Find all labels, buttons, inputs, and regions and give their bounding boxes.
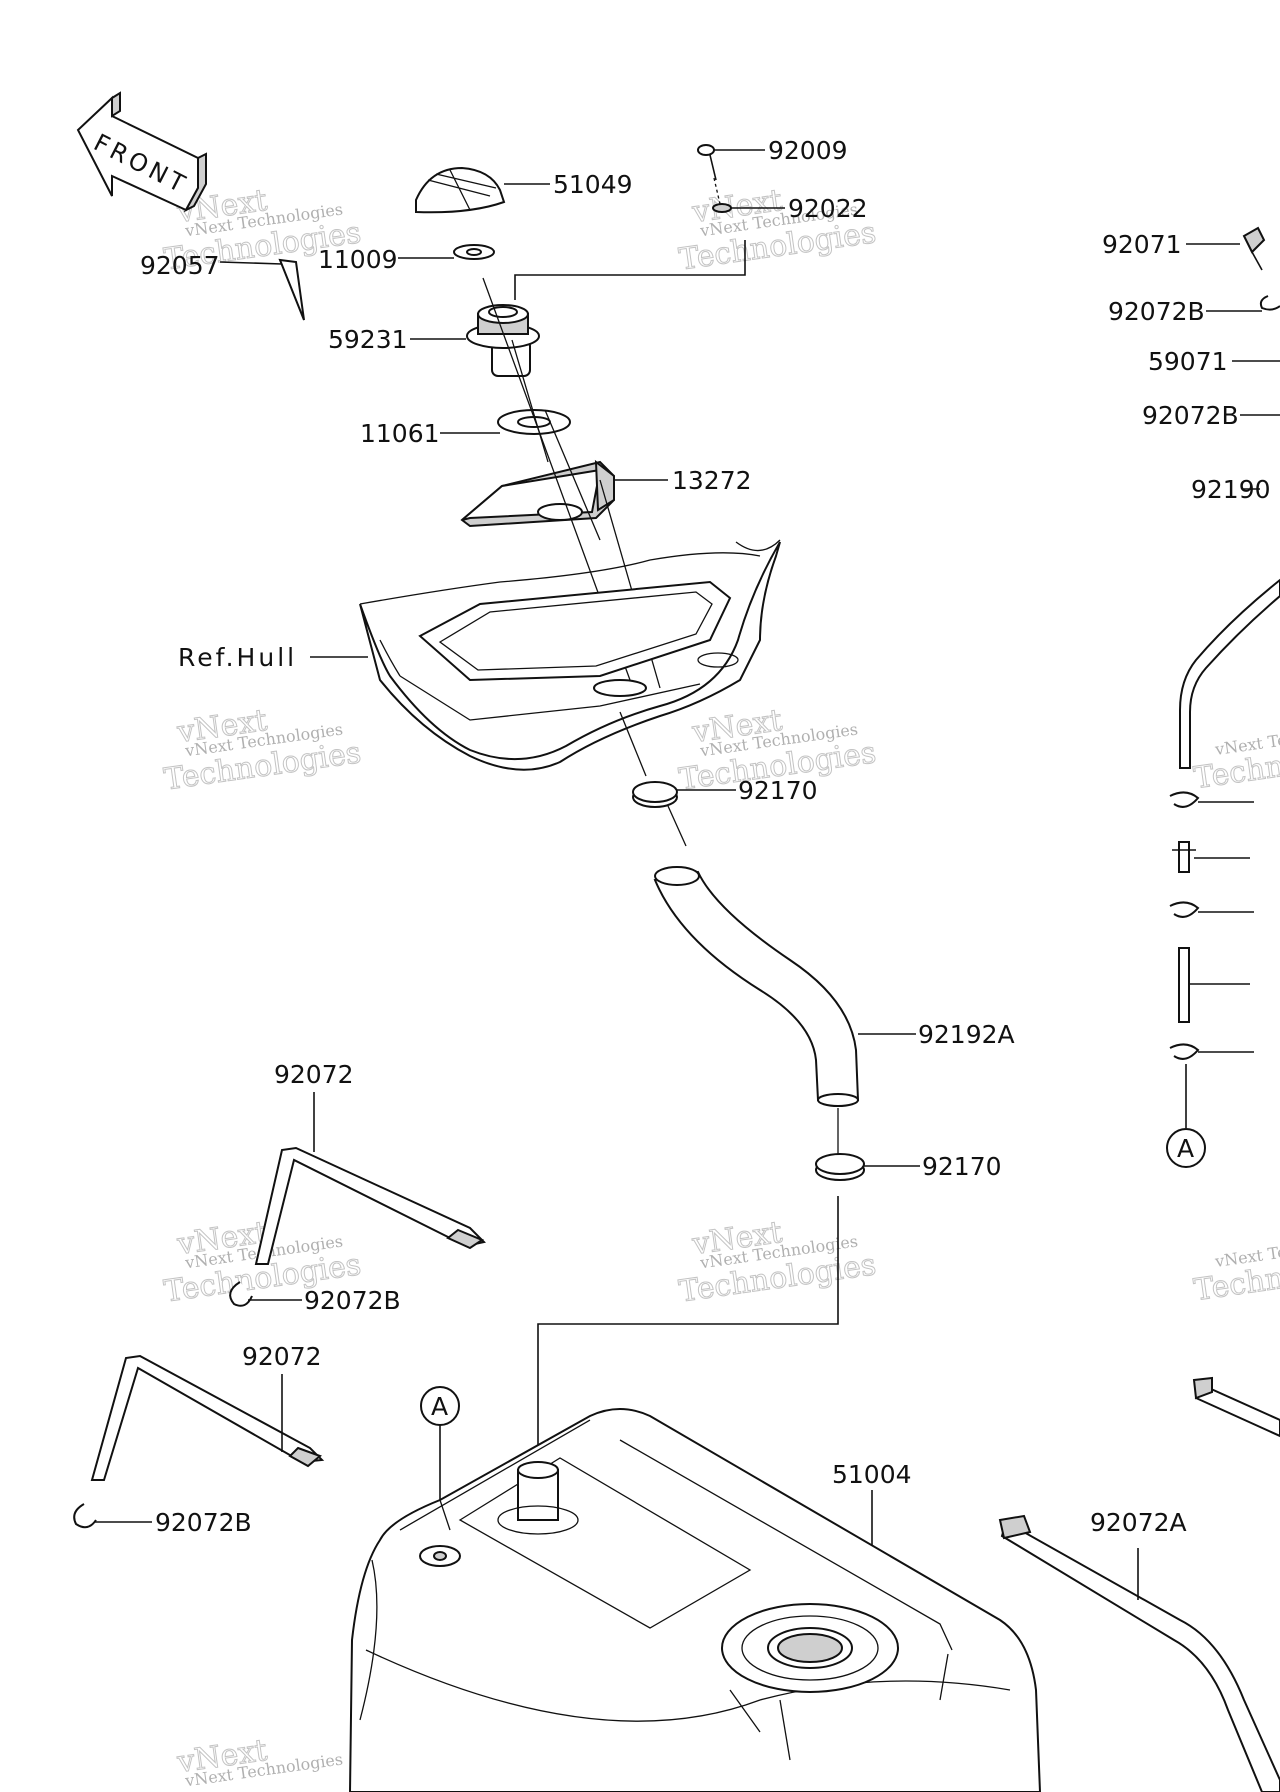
front-arrow: FRONT xyxy=(76,91,207,213)
part-92192a-hose xyxy=(653,866,860,1107)
part-label-92009: 92009 xyxy=(768,136,848,165)
part-label-92190: 92190 xyxy=(1191,475,1271,504)
part-92072b-clip-lower xyxy=(73,1503,97,1529)
part-label-92071: 92071 xyxy=(1102,230,1182,259)
front-arrow-side xyxy=(183,152,207,213)
part-label-92170-lower: 92170 xyxy=(922,1152,1002,1181)
watermark: vNext vNext Technologies xyxy=(174,1733,344,1791)
ref-circle-a-right-label: A xyxy=(1177,1134,1194,1163)
part-label-11009: 11009 xyxy=(318,245,398,274)
part-label-92022: 92022 xyxy=(788,194,868,223)
watermark: vNext Technologies Technologies xyxy=(1191,1230,1280,1309)
part-13272-bracket xyxy=(460,459,615,528)
part-51004-fuel-tank xyxy=(348,1408,1042,1792)
watermark: vNext vNext Technologies Technologies xyxy=(676,183,878,279)
part-label-92072a: 92072A xyxy=(1090,1508,1187,1537)
ref-circle-a-left-label: A xyxy=(431,1392,448,1421)
part-92170-clamp-upper xyxy=(632,781,678,808)
part-92009-screw xyxy=(697,144,717,181)
part-label-92072-upper: 92072 xyxy=(274,1060,354,1089)
part-92072b-clip-upper xyxy=(229,1281,253,1307)
part-label-92072-lower: 92072 xyxy=(242,1342,322,1371)
part-92072-strap-upper xyxy=(254,1146,486,1265)
part-label-51049: 51049 xyxy=(553,170,633,199)
front-arrow-edge xyxy=(111,91,121,118)
part-label-92170-upper: 92170 xyxy=(738,776,818,805)
part-label-92072b-lower: 92072B xyxy=(155,1508,252,1537)
part-92170-clamp-lower xyxy=(815,1153,865,1181)
part-label-51004: 51004 xyxy=(832,1460,912,1489)
ref-hull-label: Ref.Hull xyxy=(178,643,297,672)
part-label-11061: 11061 xyxy=(360,419,440,448)
part-label-13272: 13272 xyxy=(672,466,752,495)
watermark: vNext vNext Technologies Technologies xyxy=(161,703,363,799)
watermark: vNext Technologies Technologies xyxy=(1191,718,1280,797)
part-label-92057: 92057 xyxy=(140,251,220,280)
part-label-92192a: 92192A xyxy=(918,1020,1015,1049)
ref-hull xyxy=(359,539,781,771)
part-92072a-strap xyxy=(998,1514,1280,1792)
right-edge-assembly xyxy=(1166,226,1280,1438)
part-92057-clip xyxy=(278,258,305,321)
part-label-92072b-right-2: 92072B xyxy=(1142,401,1239,430)
part-51049-cap xyxy=(415,166,506,214)
part-label-92072b-right-1: 92072B xyxy=(1108,297,1205,326)
part-92022-washer xyxy=(712,203,732,213)
watermark: vNext vNext Technologies Technologies xyxy=(676,1215,878,1311)
part-59231-filler-neck xyxy=(466,304,540,377)
part-label-59071: 59071 xyxy=(1148,347,1228,376)
part-label-92072b-upper: 92072B xyxy=(304,1286,401,1315)
part-92072-strap-lower xyxy=(90,1354,325,1481)
part-label-59231: 59231 xyxy=(328,325,408,354)
